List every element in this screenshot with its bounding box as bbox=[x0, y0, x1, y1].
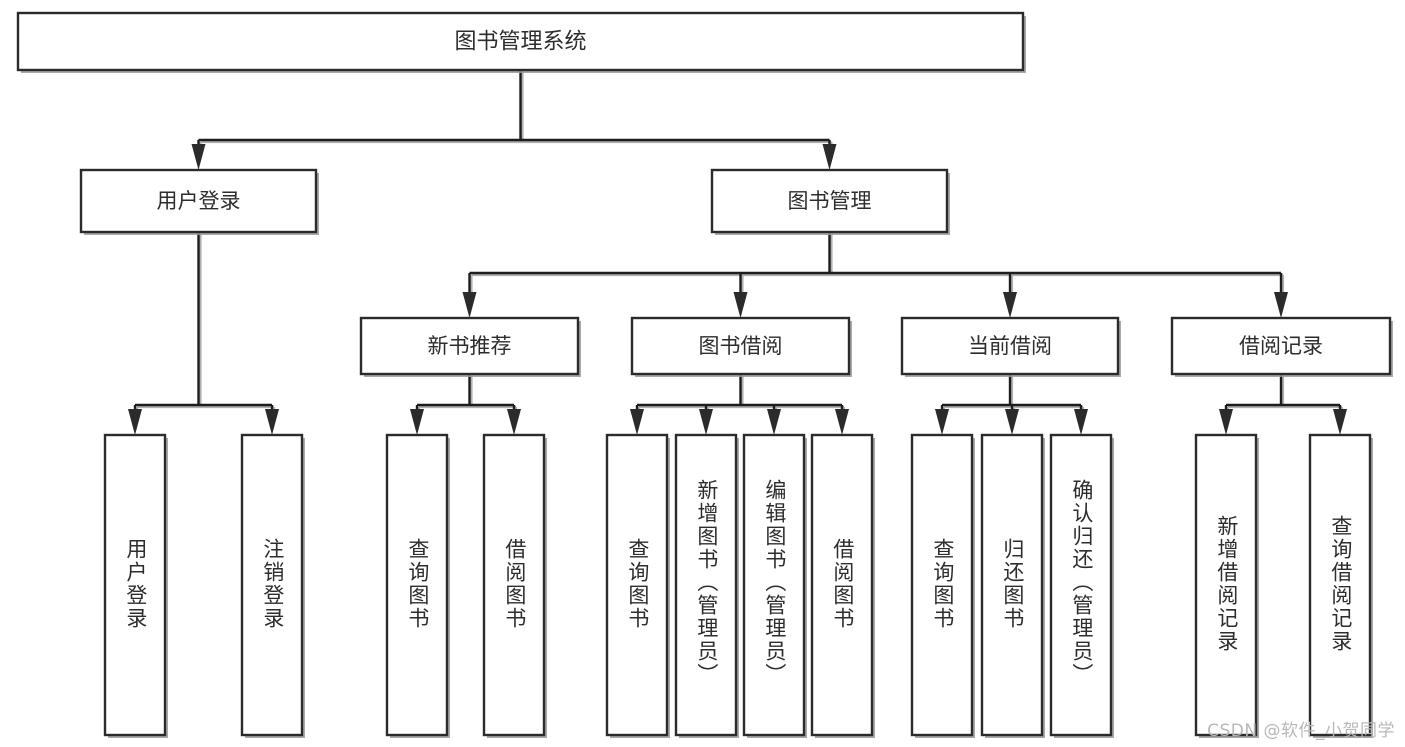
arrow-leaf-add-book bbox=[699, 409, 713, 435]
node-box-leaf-edit-book[interactable] bbox=[742, 433, 806, 737]
arrow-leaf-query-book-1 bbox=[410, 409, 424, 435]
node-box-leaf-confirm-return[interactable] bbox=[1049, 433, 1113, 737]
connector-layer bbox=[128, 70, 1347, 435]
node-label-current-borrow: 当前借阅 bbox=[968, 334, 1052, 358]
node-box-borrow-record[interactable] bbox=[1170, 316, 1392, 376]
node-box-user-login[interactable] bbox=[79, 168, 318, 234]
arrow-leaf-borrow-book-2 bbox=[835, 409, 849, 435]
node-label-new-book-rec: 新书推荐 bbox=[428, 334, 512, 358]
arrow-leaf-query-book-3 bbox=[935, 409, 949, 435]
arrow-level3-2 bbox=[1003, 292, 1017, 318]
arrow-level2-1 bbox=[822, 144, 837, 170]
node-box-root[interactable] bbox=[16, 11, 1025, 72]
node-box-leaf-query-record[interactable] bbox=[1308, 433, 1372, 737]
node-box-leaf-add-record[interactable] bbox=[1194, 433, 1258, 737]
node-box-leaf-borrow-book-2[interactable] bbox=[810, 433, 874, 737]
node-label-root: 图书管理系统 bbox=[454, 30, 586, 55]
node-box-leaf-query-book-3[interactable] bbox=[910, 433, 974, 737]
arrow-leaf-query-book-2 bbox=[630, 409, 644, 435]
arrow-level3-1 bbox=[733, 292, 748, 318]
arrow-leaf-add-record bbox=[1219, 409, 1233, 435]
node-box-leaf-query-book-2[interactable] bbox=[605, 433, 669, 737]
node-box-book-manage[interactable] bbox=[710, 168, 949, 234]
watermark: CSDN @软件_小贺同学 bbox=[1207, 721, 1395, 741]
node-box-leaf-query-book-1[interactable] bbox=[385, 433, 449, 737]
node-box-new-book-rec[interactable] bbox=[359, 316, 580, 376]
node-box-leaf-return-book[interactable] bbox=[980, 433, 1044, 737]
arrow-leaf-borrow-book-1 bbox=[507, 409, 521, 435]
node-box-leaf-borrow-book-1[interactable] bbox=[482, 433, 546, 737]
node-box-leaf-add-book[interactable] bbox=[674, 433, 738, 737]
node-box-leaf-user-login[interactable] bbox=[103, 433, 167, 737]
arrow-leaf-user-logout bbox=[265, 409, 279, 435]
arrow-leaf-confirm-return bbox=[1074, 409, 1088, 435]
node-label-borrow-record: 借阅记录 bbox=[1239, 334, 1323, 358]
arrow-level3-0 bbox=[462, 292, 477, 318]
arrow-leaf-return-book bbox=[1005, 409, 1019, 435]
node-label-book-borrow: 图书借阅 bbox=[699, 334, 783, 358]
arrow-level3-3 bbox=[1274, 292, 1288, 318]
arrow-leaf-edit-book bbox=[767, 409, 781, 435]
arrow-leaf-user-login bbox=[128, 409, 142, 435]
node-box-layer bbox=[16, 11, 1393, 738]
node-box-current-borrow[interactable] bbox=[900, 316, 1120, 376]
node-label-user-login: 用户登录 bbox=[157, 189, 241, 213]
arrow-level2-0 bbox=[191, 144, 206, 170]
node-box-leaf-user-logout[interactable] bbox=[240, 433, 304, 737]
node-box-book-borrow[interactable] bbox=[630, 316, 851, 376]
node-label-book-manage: 图书管理 bbox=[788, 189, 872, 213]
arrow-leaf-query-record bbox=[1333, 409, 1347, 435]
